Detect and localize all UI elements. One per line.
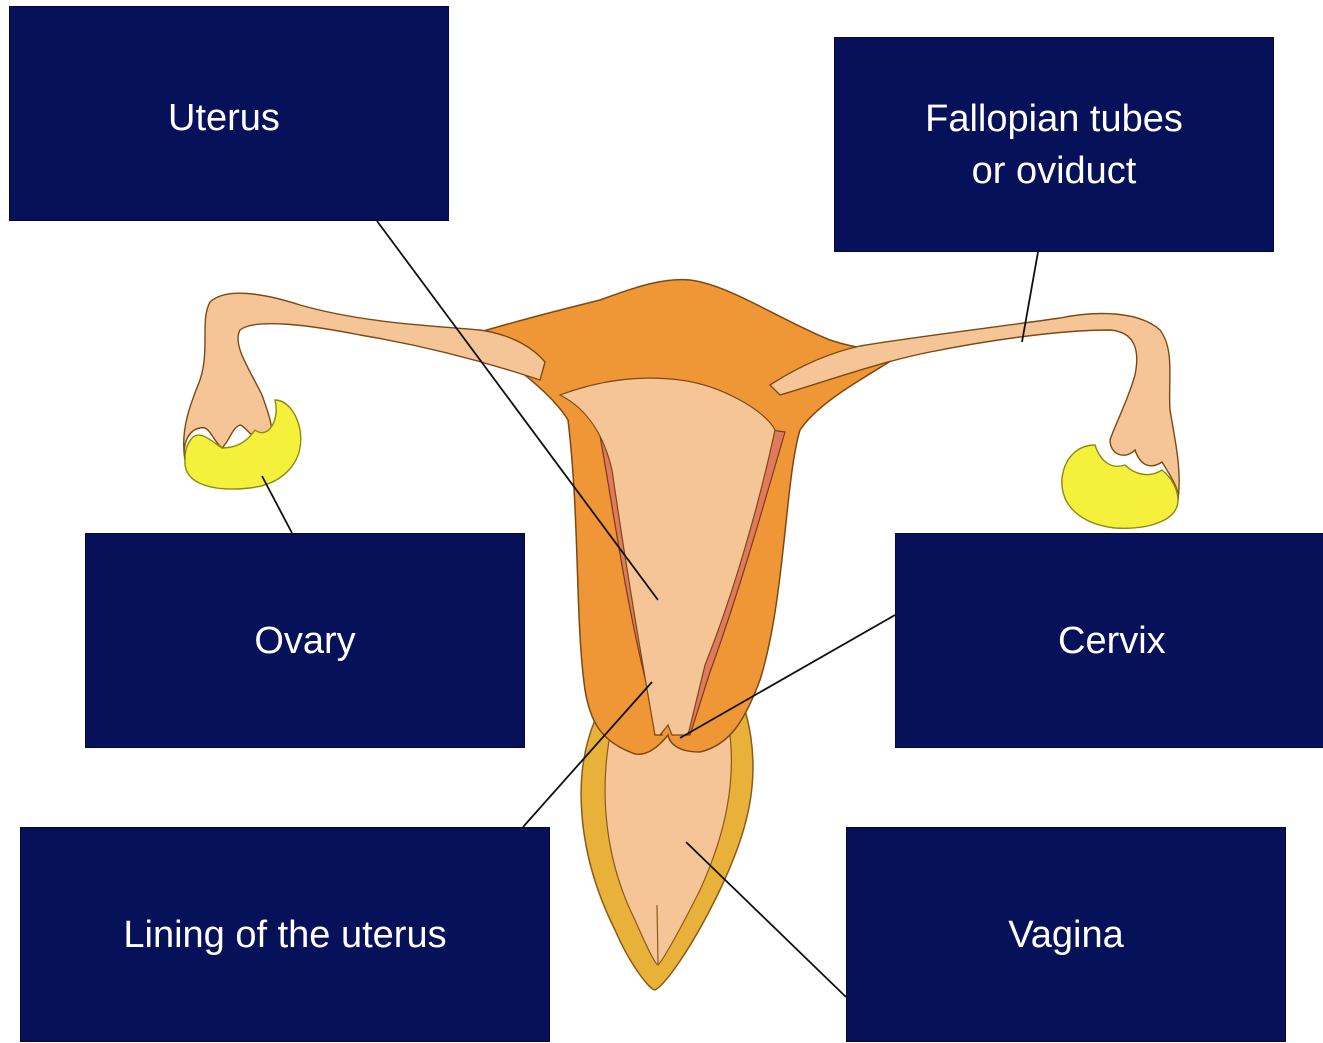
label-uterus: Uterus <box>9 6 449 221</box>
label-fallopian-line2: or oviduct <box>925 145 1183 197</box>
label-cervix-text: Cervix <box>1058 615 1166 667</box>
label-fallopian-text: Fallopian tubes or oviduct <box>925 93 1183 197</box>
label-vagina-text: Vagina <box>1008 909 1124 961</box>
label-lining-of-uterus: Lining of the uterus <box>20 827 550 1042</box>
label-lining-text: Lining of the uterus <box>123 909 446 961</box>
label-uterus-text: Uterus <box>168 92 280 144</box>
label-ovary-text: Ovary <box>254 615 355 667</box>
label-vagina: Vagina <box>846 827 1286 1042</box>
leader-vagina <box>686 842 846 997</box>
label-ovary: Ovary <box>85 533 525 748</box>
label-fallopian-line1: Fallopian tubes <box>925 93 1183 145</box>
leader-ovary <box>262 476 292 533</box>
label-cervix: Cervix <box>895 533 1323 748</box>
fallopian-tube-left <box>184 293 545 460</box>
label-fallopian-tubes: Fallopian tubes or oviduct <box>834 37 1274 252</box>
